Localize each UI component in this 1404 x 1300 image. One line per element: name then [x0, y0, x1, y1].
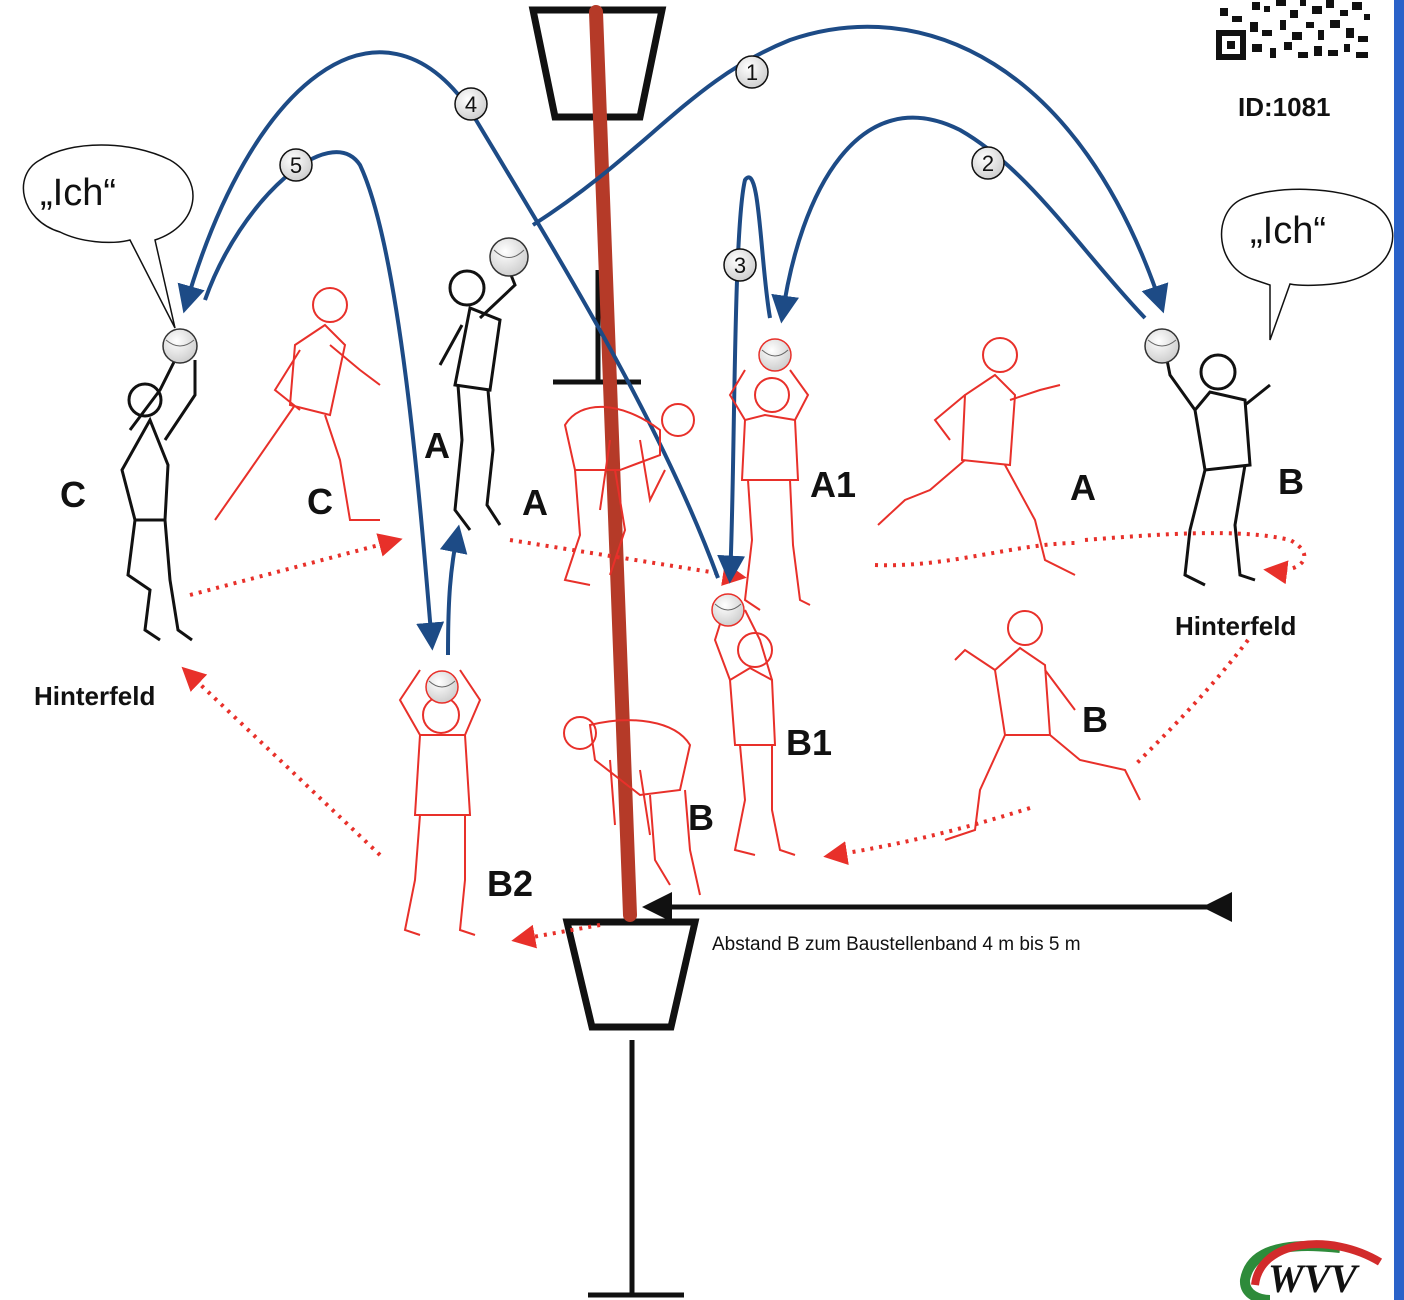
speech-text-right: „Ich“ — [1250, 210, 1326, 252]
run-path-a-bent — [509, 538, 747, 586]
player-b2-red — [398, 669, 482, 936]
player-b-black — [1163, 349, 1271, 587]
label-a-runner: A — [1070, 467, 1096, 508]
label-b2: B2 — [487, 863, 534, 904]
top-cone — [528, 6, 667, 121]
player-a-bent-red — [563, 403, 695, 586]
ball-seams — [165, 249, 1177, 688]
label-a1: A1 — [810, 464, 857, 505]
construction-tape — [589, 5, 637, 922]
svg-text:3: 3 — [734, 253, 746, 278]
svg-text:1: 1 — [746, 60, 758, 85]
label-a-black: A — [424, 425, 450, 466]
player-b1-red — [713, 607, 796, 856]
player-b-runner-red — [944, 610, 1141, 841]
label-a-red-bent: A — [522, 482, 548, 523]
id-label: ID:1081 — [1238, 92, 1331, 122]
run-path-c — [189, 533, 403, 597]
label-b-runner: B — [1082, 699, 1108, 740]
run-path-b-hinterfeld — [1133, 638, 1250, 767]
run-paths — [181, 531, 1307, 949]
run-path-b-runner — [823, 806, 1031, 865]
run-path-b2 — [181, 666, 382, 857]
pass-2 — [771, 115, 1147, 324]
label-c-red: C — [307, 481, 333, 522]
speech-text-left: „Ich“ — [40, 172, 116, 214]
run-path-a-runner — [874, 540, 1081, 568]
bottom-cone — [562, 918, 700, 1031]
qr-code — [1216, 0, 1372, 64]
svg-text:5: 5 — [290, 153, 302, 178]
accent-side-bar — [1394, 0, 1404, 1300]
volleyball — [758, 338, 792, 372]
pass-number-4: 4 — [454, 87, 488, 121]
player-c-setter-black — [120, 359, 197, 642]
speech-bubble-left — [22, 144, 194, 329]
pass-4 — [177, 50, 720, 579]
wvv-logo: WVV — [1240, 1240, 1383, 1300]
svg-text:2: 2 — [982, 151, 994, 176]
player-c-runner-red — [214, 287, 381, 521]
pass-number-1: 1 — [735, 55, 769, 89]
pass-3 — [717, 175, 772, 584]
label-b1: B1 — [786, 722, 833, 763]
pass-number-2: 2 — [971, 146, 1005, 180]
pass-5 — [203, 150, 445, 651]
pass-1 — [531, 24, 1169, 314]
player-a-runner-red — [877, 337, 1076, 576]
distance-note: Abstand B zum Baustellenband 4 m bis 5 m — [712, 934, 1081, 955]
player-a-black — [438, 259, 517, 531]
pass-arrows — [177, 24, 1169, 656]
lower-post — [588, 1040, 684, 1298]
speech-bubble-right — [1220, 188, 1394, 341]
pass-6 — [439, 524, 468, 656]
hinterfeld-right: Hinterfeld — [1175, 611, 1297, 641]
player-b-bent-red — [563, 716, 701, 896]
hinterfeld-left: Hinterfeld — [34, 681, 156, 711]
label-b-red-bent: B — [688, 797, 714, 838]
label-b-black: B — [1278, 461, 1304, 502]
label-c-black: C — [60, 474, 86, 515]
run-path-b-loop — [1084, 531, 1307, 585]
pass-number-3: 3 — [723, 248, 757, 282]
svg-text:WVV: WVV — [1268, 1256, 1360, 1300]
run-path-b-end — [511, 923, 601, 949]
svg-text:4: 4 — [465, 92, 477, 117]
player-a1-red — [728, 369, 811, 611]
pass-number-5: 5 — [279, 148, 313, 182]
